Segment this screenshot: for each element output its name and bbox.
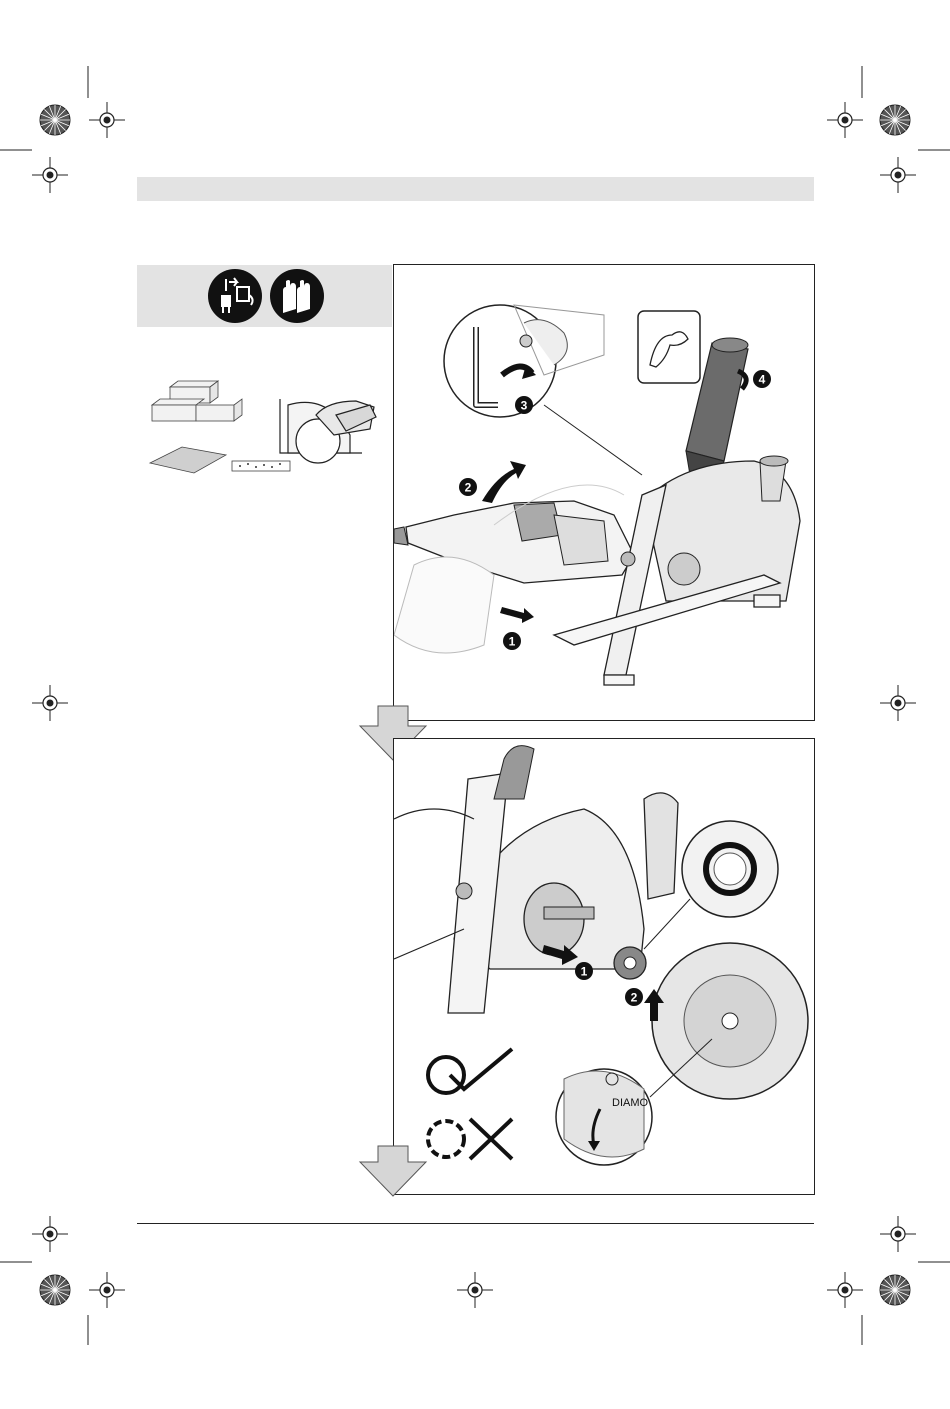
step-1-frame: 1 2 3 4 [393,264,815,721]
rotation-detail: DIAMO [556,1069,652,1165]
flange-nut [614,947,646,979]
checkmark-icon [428,1049,512,1093]
gloves-icon [270,269,324,323]
step-1-badge-4: 4 [753,370,771,388]
saw-sketch [280,399,376,463]
footer-rule [137,1223,814,1224]
pull-arrow [500,607,534,623]
continue-arrow [358,1144,430,1198]
diamond-blade [652,943,808,1099]
stone-slab [150,447,226,473]
cross-icon [428,1119,512,1159]
header-bar [137,177,814,201]
application-illustration [140,375,380,485]
badge-label: 4 [759,373,766,387]
step-1-badge-1: 1 [503,632,521,650]
unplug-icon [208,269,262,323]
step-1-illustration: 1 2 3 4 [394,265,814,720]
step-2-badge-1: 1 [575,962,593,980]
badge-label: 3 [521,399,528,413]
blade-label: DIAMO [612,1097,649,1109]
safety-icons [137,265,392,327]
step-2-badge-2: 2 [625,988,643,1006]
badge-label: 2 [631,991,638,1005]
prep-panel [137,265,392,327]
brick-stack [152,381,242,421]
badge-label: 1 [581,965,588,979]
step-2-frame: 1 2 DIAMO [393,738,815,1195]
step-1-badge-2: 2 [459,478,477,496]
flange-detail [682,821,778,917]
badge-label: 2 [465,481,472,495]
badge-label: 1 [509,635,516,649]
step-1-badge-3: 3 [515,396,533,414]
arm-strength-box [638,311,700,383]
step-2-illustration: 1 2 DIAMO [394,739,814,1194]
rotate-arrow [482,461,526,503]
cutting-guard [604,456,800,675]
